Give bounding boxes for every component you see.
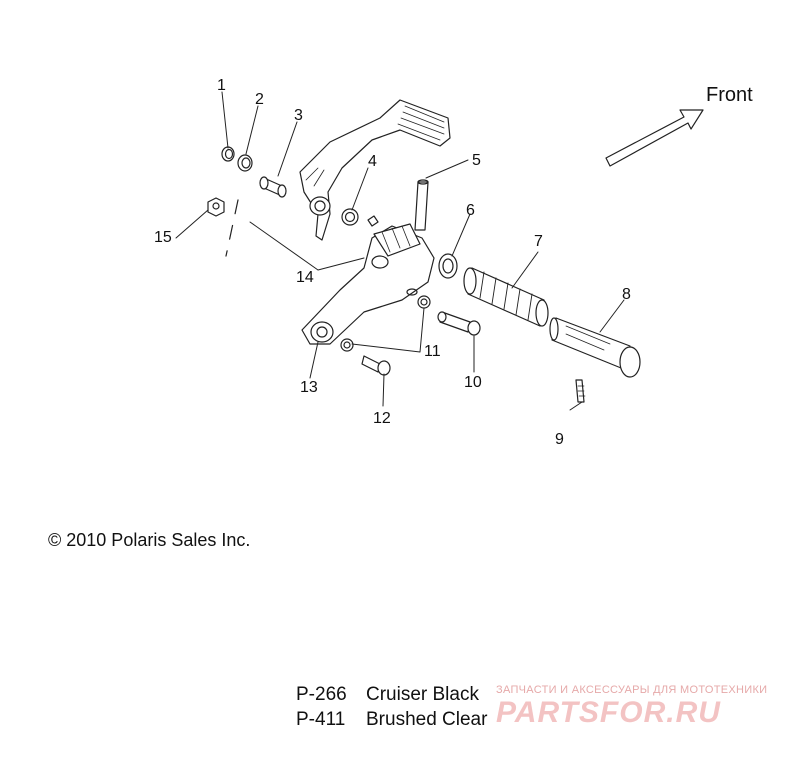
callout-1: 1 — [217, 77, 226, 94]
front-arrow-icon — [605, 109, 704, 167]
part-6-washer — [438, 253, 458, 279]
callout-4: 4 — [368, 153, 377, 170]
callout-8: 8 — [622, 286, 631, 303]
callout-5: 5 — [472, 152, 481, 169]
variant-name: Cruiser Black — [366, 684, 479, 705]
part-7-peg-rubber — [463, 267, 549, 327]
part-11-washers — [340, 295, 431, 352]
part-9-set-screw — [575, 379, 586, 403]
part-15-nut — [207, 197, 225, 217]
part-3-bushing — [259, 176, 287, 198]
variant-row: P-266 Cruiser Black — [296, 682, 487, 707]
part-8-peg-shaft — [549, 317, 641, 378]
front-direction-label: Front — [706, 84, 753, 106]
callout-12: 12 — [373, 410, 391, 427]
copyright-notice: © 2010 Polaris Sales Inc. — [48, 530, 251, 550]
assembly-line — [225, 199, 239, 257]
callout-2: 2 — [255, 91, 264, 108]
variant-name: Brushed Clear — [366, 709, 488, 730]
callout-6: 6 — [466, 202, 475, 219]
leader-lines — [175, 91, 625, 411]
callout-14: 14 — [296, 269, 314, 286]
part-4-washer — [341, 208, 359, 226]
part-5-pin — [414, 179, 429, 231]
callout-9: 9 — [555, 431, 564, 448]
callout-15: 15 — [154, 229, 172, 246]
variant-row: P-411 Brushed Clear — [296, 707, 487, 732]
variant-code: P-266 — [296, 684, 347, 705]
callout-13: 13 — [300, 379, 318, 396]
variant-code: P-411 — [296, 709, 346, 730]
part-10-bolt — [437, 311, 481, 336]
callout-10: 10 — [464, 374, 482, 391]
part-12-bolt — [361, 355, 391, 376]
callout-11: 11 — [424, 343, 441, 360]
finish-variants-list: P-266 Cruiser Black P-411 Brushed Clear — [296, 682, 487, 732]
part-2-washer — [237, 154, 253, 172]
callout-7: 7 — [534, 233, 543, 250]
brake-pedal — [299, 99, 451, 241]
part-1-snap-ring — [221, 146, 235, 162]
callout-3: 3 — [294, 107, 303, 124]
footpeg-bracket — [301, 215, 435, 345]
